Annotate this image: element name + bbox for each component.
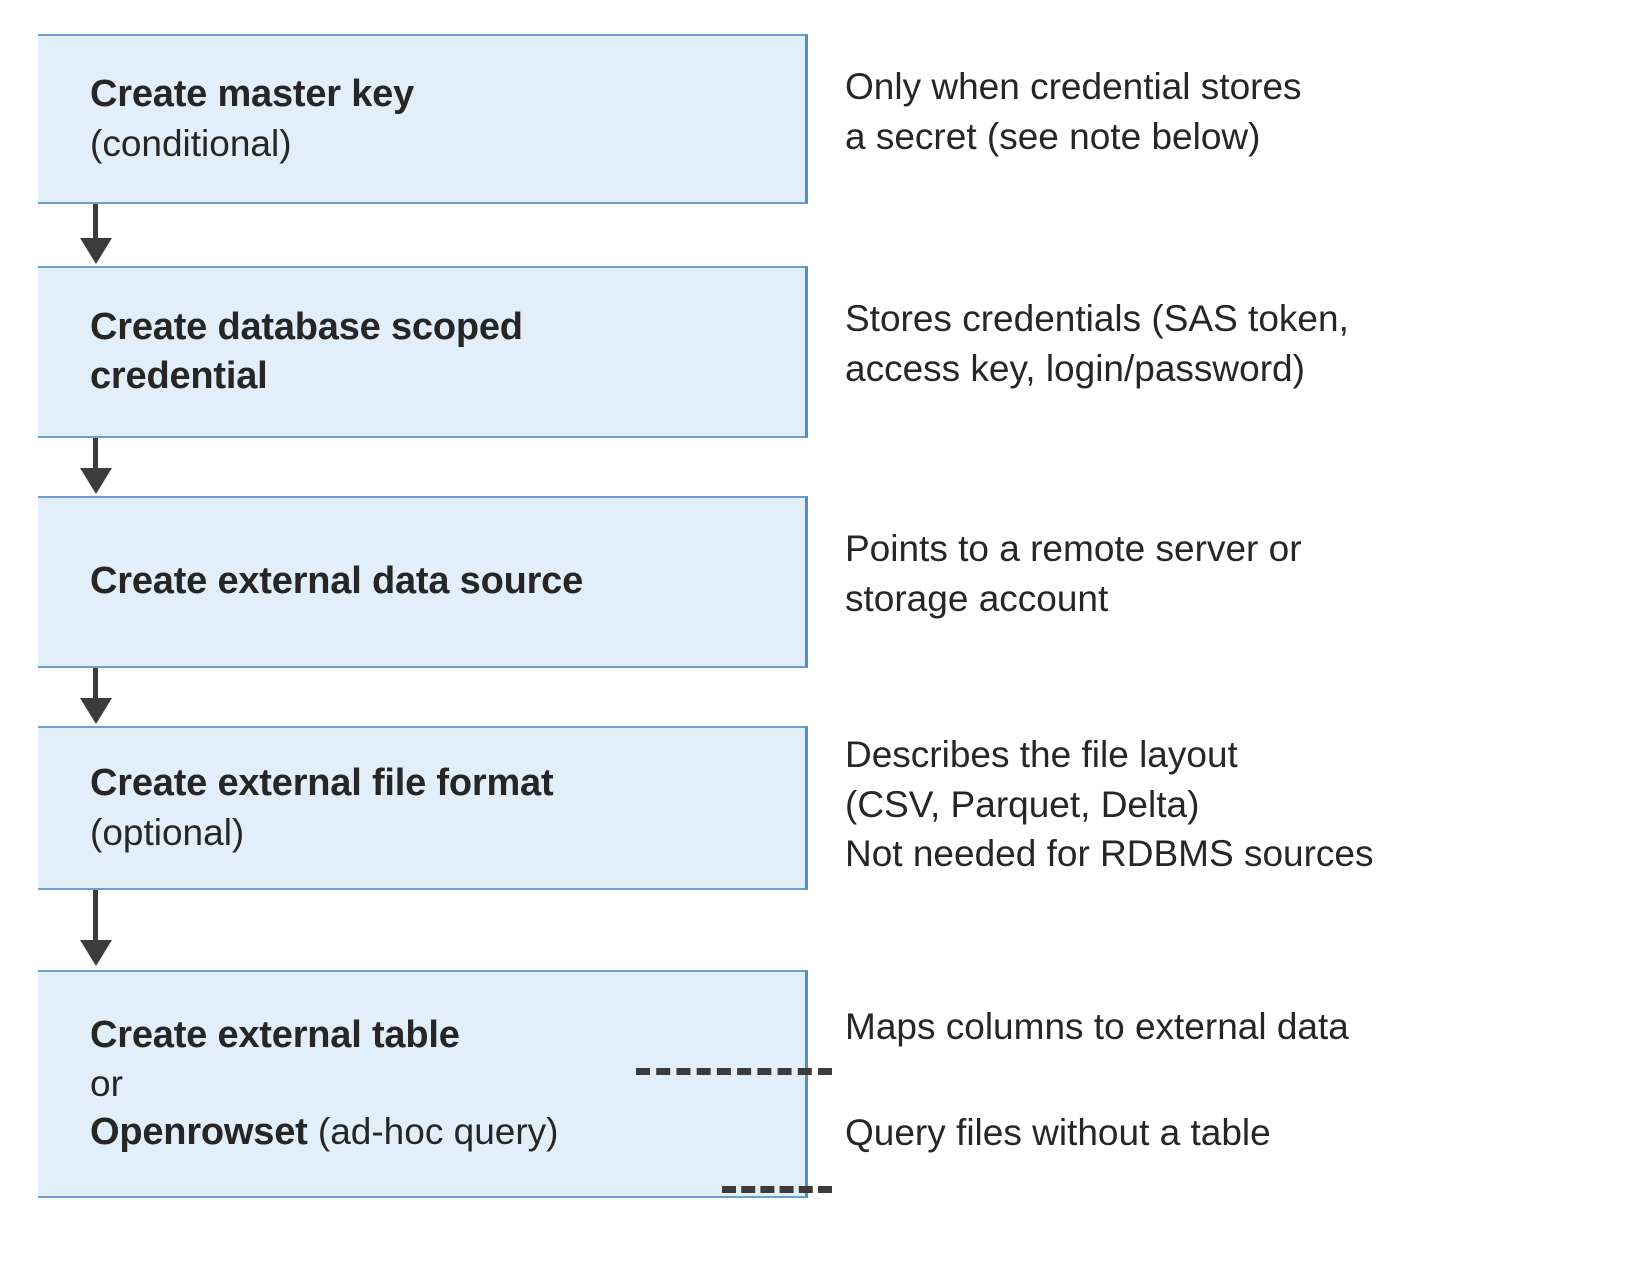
arrow-shaft <box>93 668 98 700</box>
step-title-create-master-key: Create master key <box>90 73 415 116</box>
arrow-head-icon <box>80 238 112 264</box>
step-title-create-external-data-source: Create external data source <box>90 560 584 603</box>
step-title-create-external-table: Create external table <box>90 1013 460 1056</box>
note-create-master-key: Only when credential stores a secret (se… <box>845 66 1302 157</box>
step-box-create-external-data-source[interactable]: Create external data source <box>38 496 808 668</box>
arrow-head-icon <box>80 468 112 494</box>
arrow-shaft <box>93 438 98 470</box>
step-subtitle-openrowset: (ad-hoc query) <box>307 1111 559 1153</box>
step-box-create-database-scoped-credential[interactable]: Create database scoped credential <box>38 266 808 438</box>
arrow-head-icon <box>80 940 112 966</box>
step-subtitle-create-external-file-format: (optional) <box>90 811 245 853</box>
note-openrowset: Query files without a table <box>845 1112 1271 1153</box>
step-box-create-master-key[interactable]: Create master key (conditional) <box>38 34 808 204</box>
note-create-external-table: Maps columns to external data <box>845 1006 1349 1047</box>
note-create-external-data-source: Points to a remote server or storage acc… <box>845 528 1302 619</box>
step-box-create-external-file-format[interactable]: Create external file format (optional) <box>38 726 808 890</box>
step-title-create-database-scoped-credential: Create database scoped credential <box>90 305 523 397</box>
arrow-head-icon <box>80 698 112 724</box>
arrow-file-format-to-external-table <box>80 890 112 970</box>
step-title-openrowset-row: Openrowset (ad-hoc query) <box>38 1108 805 1157</box>
step-title-create-external-file-format: Create external file format <box>90 762 554 805</box>
step-title-openrowset: Openrowset <box>90 1111 308 1154</box>
step-or-label: or <box>90 1062 123 1104</box>
note-create-database-scoped-credential: Stores credentials (SAS token, access ke… <box>845 298 1349 389</box>
dashed-connector-openrowset <box>722 1186 832 1193</box>
arrow-master-key-to-scoped-credential <box>80 204 112 266</box>
step-box-create-external-table-or-openrowset[interactable]: Create external table or Openrowset (ad-… <box>38 970 808 1198</box>
dashed-connector-external-table <box>636 1068 832 1075</box>
arrow-shaft <box>93 204 98 240</box>
arrow-data-source-to-file-format <box>80 668 112 726</box>
step-subtitle-create-master-key: (conditional) <box>90 122 292 164</box>
arrow-scoped-credential-to-data-source <box>80 438 112 496</box>
arrow-shaft <box>93 890 98 942</box>
note-create-external-file-format: Describes the file layout (CSV, Parquet,… <box>845 734 1374 875</box>
